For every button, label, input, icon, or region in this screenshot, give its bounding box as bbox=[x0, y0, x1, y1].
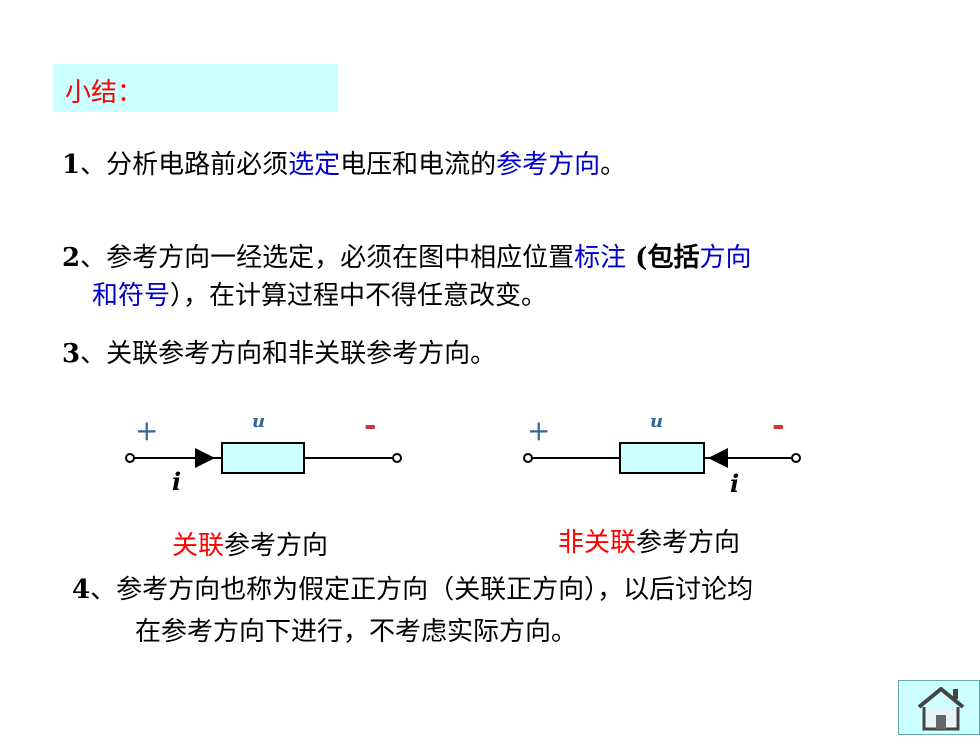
summary-title: 小结： bbox=[53, 64, 338, 112]
voltage-label-2: u bbox=[650, 411, 663, 432]
item-2-highlight-symbol: 和符号 bbox=[92, 281, 171, 311]
plus-sign-1: + bbox=[135, 414, 158, 447]
item-2-highlight-mark: 标注 bbox=[574, 243, 627, 273]
associated-direction-diagram: + u - i bbox=[125, 408, 402, 496]
resistor-2 bbox=[619, 442, 705, 474]
item-2-highlight-direction: 方向 bbox=[699, 243, 752, 273]
caption-non-associated: 非关联参考方向 bbox=[558, 522, 740, 559]
item-2-line-2: 和符号），在计算过程中不得任意改变。 bbox=[92, 276, 547, 316]
item-1-text-b: 电压和电流的 bbox=[340, 150, 497, 180]
home-button[interactable] bbox=[898, 680, 980, 735]
item-3-text: 、关联参考方向和非关联参考方向。 bbox=[80, 339, 497, 369]
item-2-line-1: 2、参考方向一经选定，必须在图中相应位置标注 (包括方向 bbox=[62, 238, 752, 278]
terminal-right-1 bbox=[392, 453, 402, 463]
circuit-diagrams: + u - i + u - i bbox=[125, 408, 801, 498]
item-1-text-c: 。 bbox=[600, 150, 627, 180]
item-1-highlight-direction: 参考方向 bbox=[496, 150, 601, 180]
caption-associated-red: 关联 bbox=[172, 531, 225, 561]
caption-non-associated-black: 参考方向 bbox=[636, 528, 741, 558]
item-1-number: 1 bbox=[62, 150, 81, 180]
item-4-text-a: 、参考方向也称为假定正方向（关联正方向），以后讨论均 bbox=[90, 575, 754, 605]
item-4-line-1: 4、参考方向也称为假定正方向（关联正方向），以后讨论均 bbox=[72, 570, 753, 610]
voltage-label-1: u bbox=[252, 411, 265, 432]
caption-non-associated-red: 非关联 bbox=[558, 528, 637, 558]
item-2-number: 2 bbox=[62, 243, 81, 273]
current-label-2: i bbox=[730, 469, 739, 498]
item-4-line-2: 在参考方向下进行，不考虑实际方向。 bbox=[135, 617, 578, 647]
item-2-text-c: ），在计算过程中不得任意改变。 bbox=[170, 281, 548, 311]
terminal-right-2 bbox=[791, 453, 801, 463]
minus-sign-1: - bbox=[364, 408, 376, 443]
item-2-text-a: 、参考方向一经选定，必须在图中相应位置 bbox=[80, 243, 575, 273]
item-1-highlight-select: 选定 bbox=[288, 150, 341, 180]
current-label-1: i bbox=[172, 467, 181, 496]
non-associated-direction-diagram: + u - i bbox=[523, 408, 801, 498]
home-icon bbox=[917, 687, 965, 731]
terminal-left-1 bbox=[125, 453, 135, 463]
item-3: 3、关联参考方向和非关联参考方向。 bbox=[62, 334, 496, 374]
caption-associated-black: 参考方向 bbox=[224, 531, 329, 561]
item-3-number: 3 bbox=[62, 339, 81, 369]
resistor-1 bbox=[221, 442, 305, 474]
item-1: 1、分析电路前必须选定电压和电流的参考方向。 bbox=[62, 145, 626, 185]
minus-sign-2: - bbox=[772, 408, 784, 443]
item-1-text-a: 、分析电路前必须 bbox=[80, 150, 289, 180]
caption-associated: 关联参考方向 bbox=[172, 525, 328, 562]
item-2-text-b: (包括 bbox=[626, 243, 700, 273]
plus-sign-2: + bbox=[527, 414, 550, 447]
item-4-number: 4 bbox=[72, 575, 91, 605]
terminal-left-2 bbox=[523, 453, 533, 463]
